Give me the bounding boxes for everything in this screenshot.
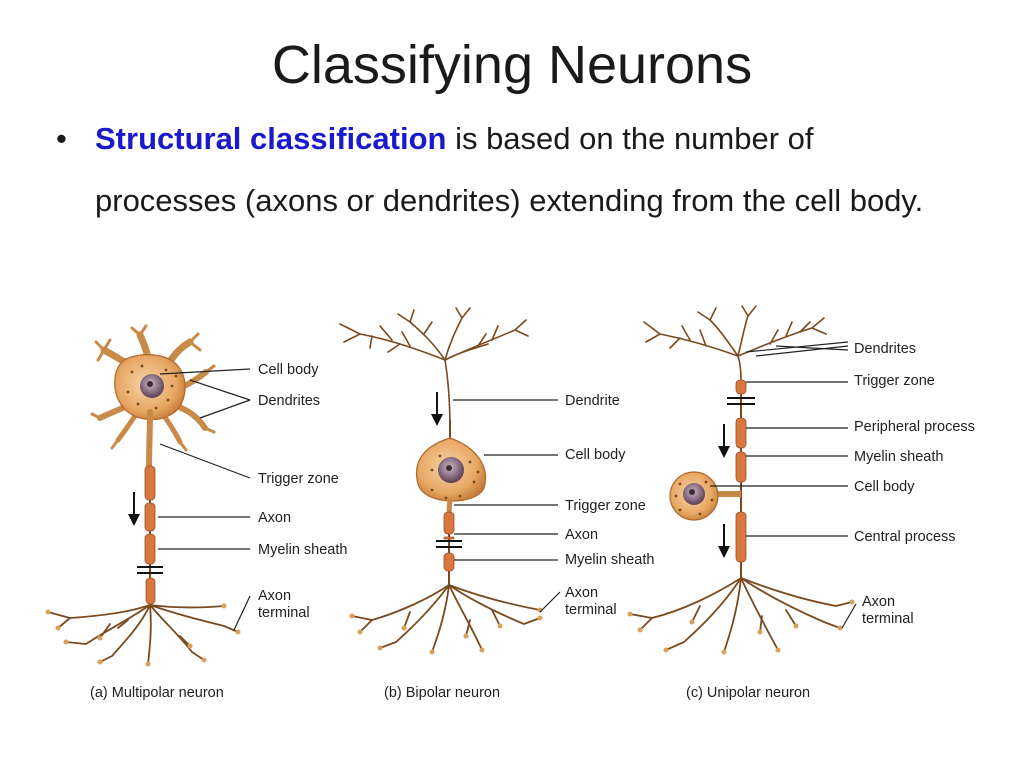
label-bipolar-myelin-sheath: Myelin sheath (565, 552, 654, 568)
label-unipolar-peripheral-process: Peripheral process (854, 419, 975, 435)
caption-bipolar: (b) Bipolar neuron (384, 685, 500, 701)
unipolar-nissl-dots (674, 480, 714, 516)
bipolar-dendrite-tree (339, 307, 529, 431)
label-multipolar-dendrites: Dendrites (258, 393, 320, 409)
unipolar-terminal-knobs (627, 599, 855, 655)
unipolar-leader-lines (710, 341, 857, 629)
caption-multipolar: (a) Multipolar neuron (90, 685, 224, 701)
label-bipolar-dendrite: Dendrite (565, 393, 620, 409)
label-multipolar-axon-terminal-1: Axon (258, 588, 291, 604)
multipolar-nissl-dots (126, 364, 178, 410)
multipolar-myelin-sheath (144, 465, 156, 605)
multipolar-break-mark (137, 566, 163, 574)
multipolar-leader-lines (158, 368, 251, 631)
label-unipolar-myelin-sheath: Myelin sheath (854, 449, 943, 465)
multipolar-terminal-knobs (45, 603, 241, 667)
unipolar-break-mark (727, 397, 755, 405)
label-bipolar-axon: Axon (565, 527, 598, 543)
slide-title: Classifying Neurons (271, 35, 753, 95)
label-unipolar-axon-terminal-2: terminal (862, 611, 914, 627)
unipolar-myelin-sheath (735, 379, 747, 563)
label-unipolar-axon-terminal-1: Axon (862, 594, 895, 610)
unipolar-arrow-upper (718, 424, 730, 458)
unipolar-dendrite-tree (643, 305, 827, 381)
label-multipolar-myelin-sheath: Myelin sheath (258, 542, 347, 558)
label-bipolar-axon-terminal-2: terminal (565, 602, 617, 618)
label-multipolar-trigger-zone: Trigger zone (258, 471, 339, 487)
label-unipolar-central-process: Central process (854, 529, 956, 545)
highlight-term: Structural classification (95, 121, 447, 156)
unipolar-arrow-lower (718, 524, 730, 558)
label-multipolar-cell-body: Cell body (258, 362, 319, 378)
multipolar-arrow (128, 492, 140, 526)
bipolar-nissl-dots (430, 454, 480, 500)
bullet-symbol: • (56, 121, 67, 156)
label-multipolar-axon: Axon (258, 510, 291, 526)
caption-unipolar: (c) Unipolar neuron (686, 685, 810, 701)
multipolar-neuron: Cell body Dendrites Trigger zone Axon My… (45, 324, 347, 701)
bipolar-arrow (431, 392, 443, 426)
label-unipolar-cell-body: Cell body (854, 479, 915, 495)
bipolar-myelin-sheath (443, 511, 455, 572)
unipolar-axon-terminals (629, 577, 853, 653)
multipolar-axon-terminals (47, 604, 239, 665)
bipolar-axon-terminals (351, 584, 541, 653)
bipolar-break-mark (436, 540, 462, 548)
bipolar-leader-lines (453, 399, 561, 613)
label-bipolar-axon-terminal-1: Axon (565, 585, 598, 601)
bipolar-neuron: Dendrite Cell body Trigger zone Axon Mye… (339, 307, 654, 701)
label-unipolar-dendrites: Dendrites (854, 341, 916, 357)
label-bipolar-cell-body: Cell body (565, 447, 626, 463)
bullet-text: Structural classification is based on th… (95, 108, 955, 232)
label-bipolar-trigger-zone: Trigger zone (565, 498, 646, 514)
bipolar-terminal-knobs (349, 607, 543, 655)
label-unipolar-trigger-zone: Trigger zone (854, 373, 935, 389)
multipolar-axon-hillock (146, 409, 153, 473)
unipolar-neuron: Dendrites Trigger zone Peripheral proces… (627, 305, 975, 701)
label-multipolar-axon-terminal-2: terminal (258, 605, 310, 621)
bullet-body: is based on the number of processes (axo… (95, 121, 924, 218)
